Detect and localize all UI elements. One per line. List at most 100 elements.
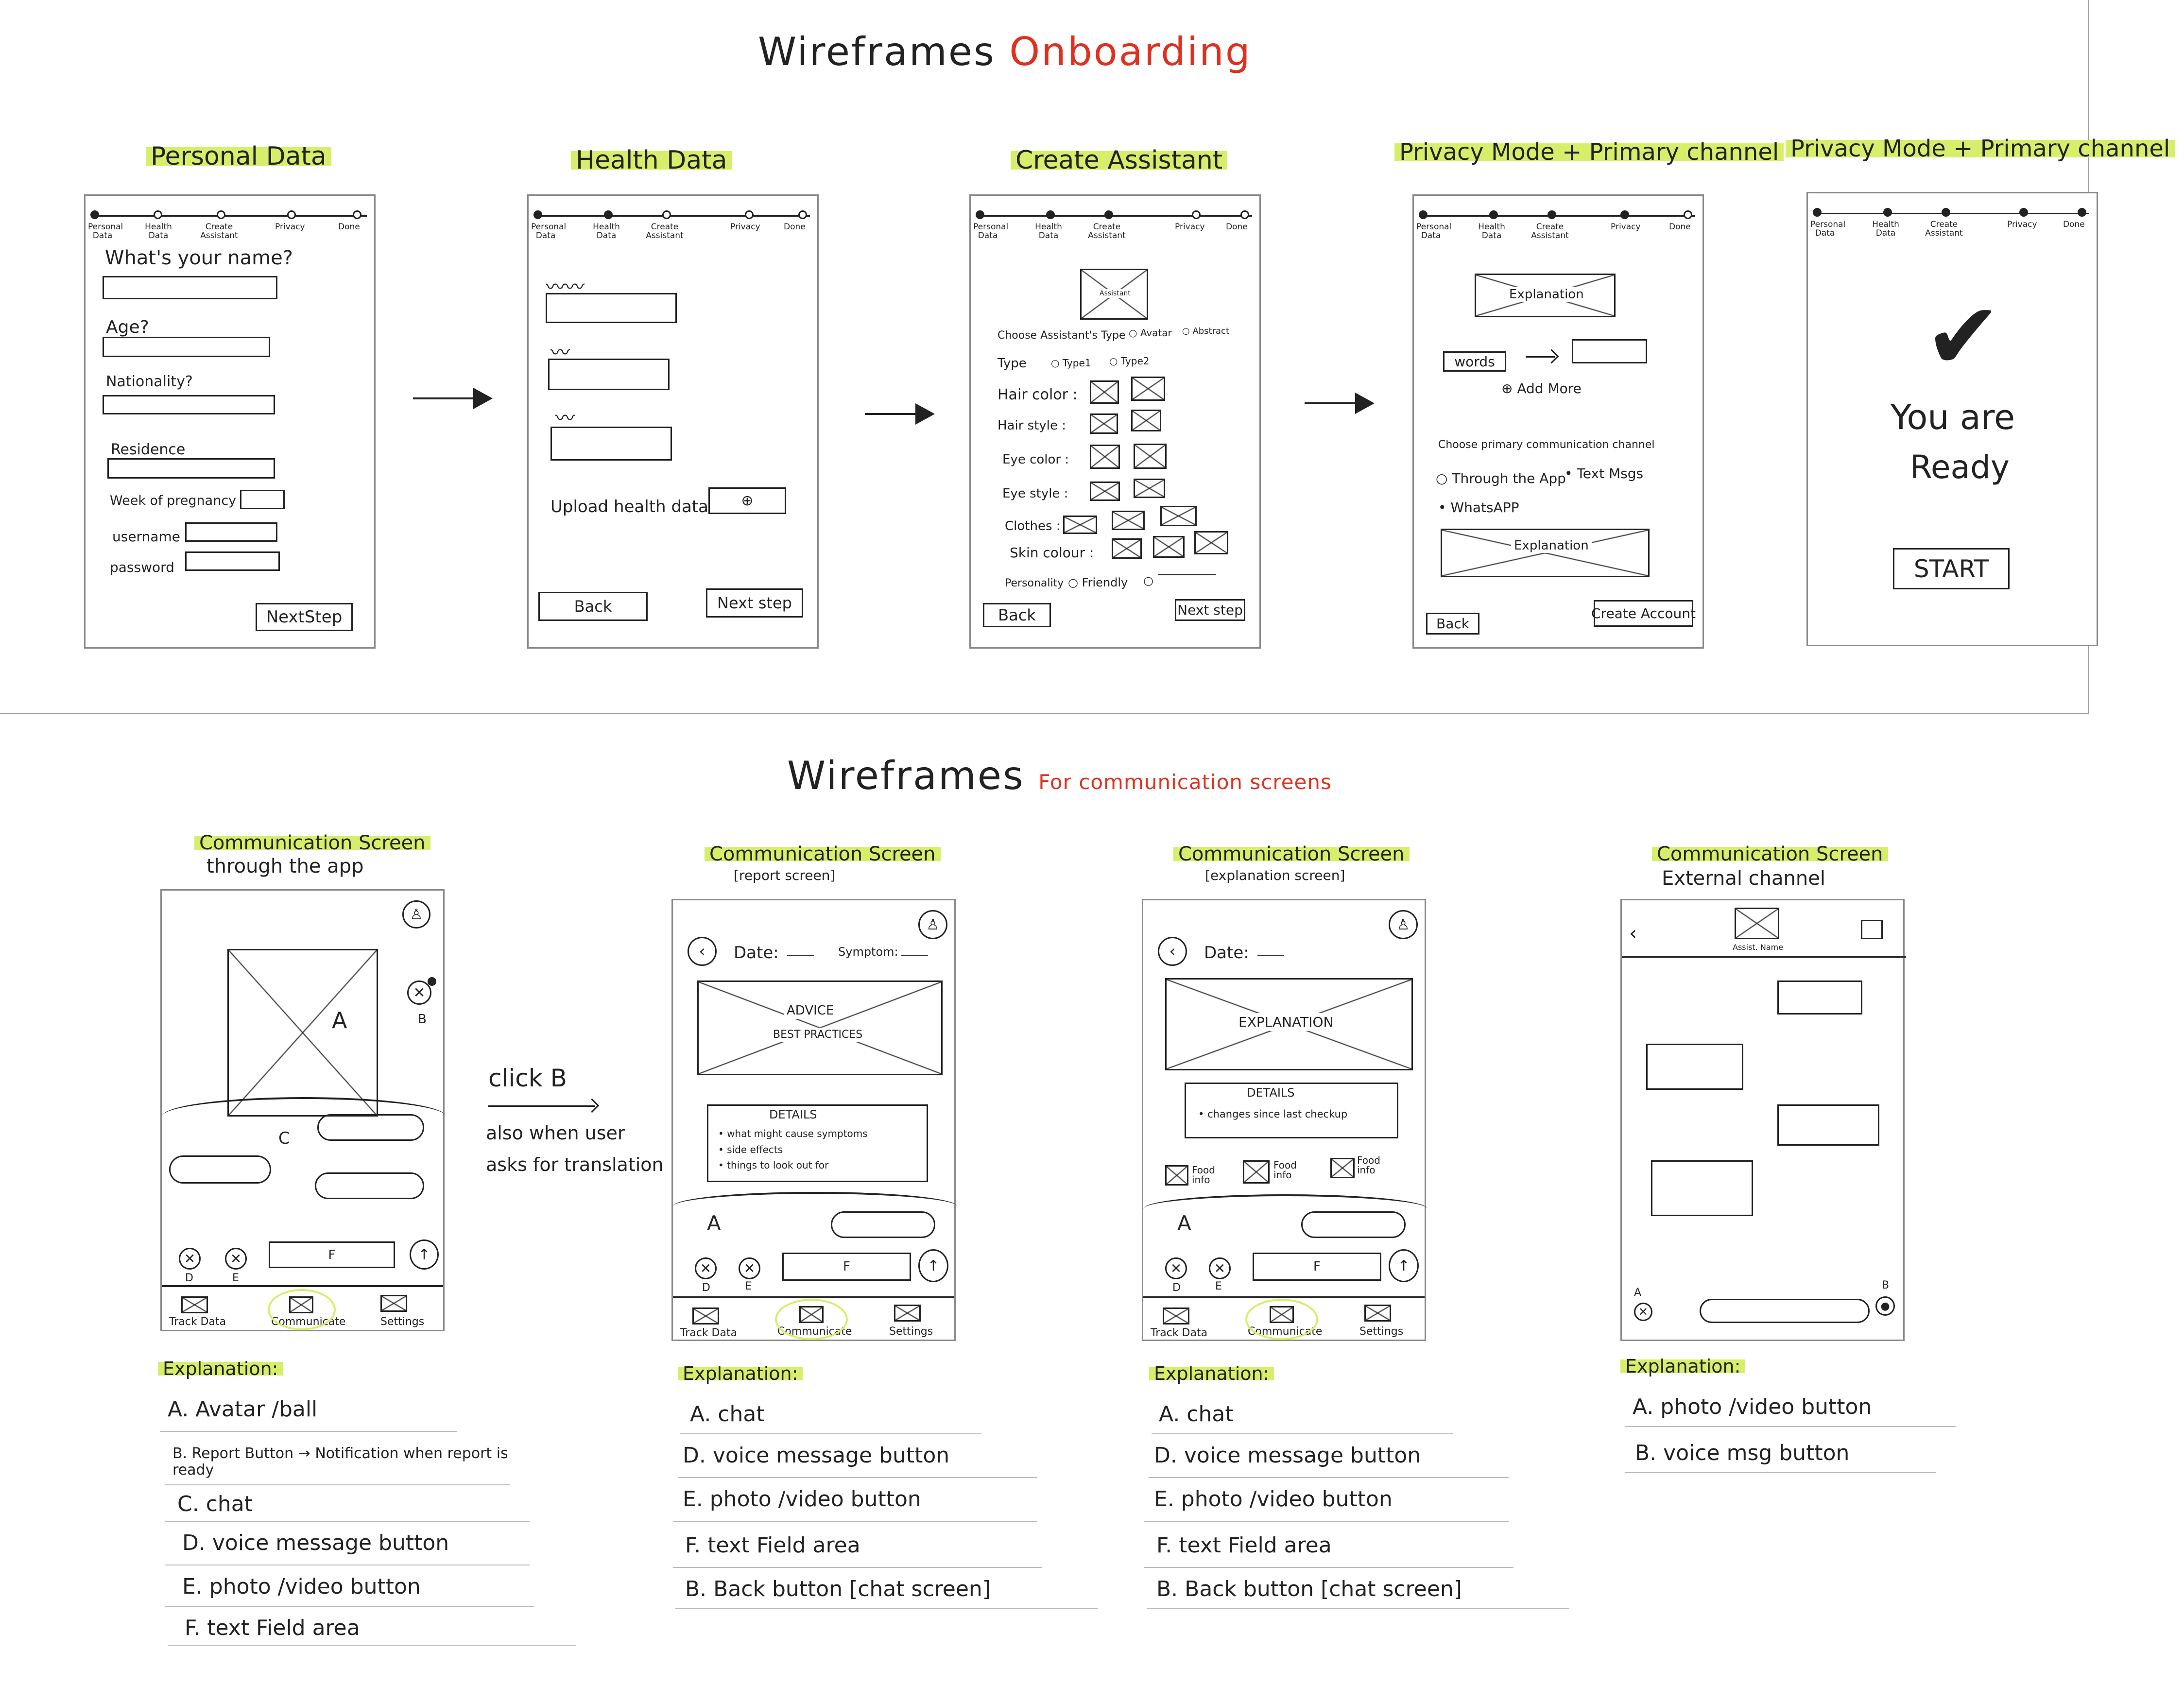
name-input[interactable] [103,276,277,299]
option-thumbnail[interactable] [1090,413,1118,434]
option-thumbnail[interactable] [1134,444,1167,469]
nav-settings[interactable]: Settings [1359,1325,1404,1338]
option-thumbnail[interactable] [1131,377,1165,401]
profile-icon[interactable]: ♙ [918,910,947,939]
message-input[interactable] [1700,1299,1870,1323]
symptom-value-line [901,955,928,956]
report-button[interactable]: ✕ [407,981,431,1005]
next-step-button[interactable]: NextStep [256,603,353,631]
settings-icon[interactable] [380,1295,407,1312]
avatar-ball-placeholder[interactable] [227,949,378,1117]
option-text[interactable]: • Text Msgs [1565,465,1644,482]
profile-icon[interactable]: ♙ [1389,910,1418,939]
option-thumbnail[interactable] [1134,479,1165,498]
option-thumbnail[interactable] [1063,516,1097,534]
option-thumbnail[interactable] [1090,445,1120,469]
option-thumbnail[interactable] [1112,538,1142,559]
voice-message-button[interactable]: ✕ [179,1248,201,1270]
step-label: Health Data [1872,220,1899,238]
next-step-button[interactable]: Next step [1175,599,1245,621]
progress-dot [2019,208,2028,217]
option-type1[interactable]: ○ Type1 [1051,357,1091,369]
back-button[interactable]: Back [1426,613,1479,635]
option-app[interactable]: ○ Through the App [1436,470,1566,486]
send-button[interactable]: ↑ [918,1249,948,1282]
option-thumbnail[interactable] [1153,536,1185,558]
health-input[interactable] [546,293,677,323]
option-thumbnail[interactable] [1160,506,1197,526]
photo-video-button[interactable]: ✕ [225,1248,247,1270]
track-data-icon[interactable] [1163,1307,1189,1325]
text-field-area[interactable]: F [1253,1253,1381,1281]
voice-message-button[interactable]: ✕ [695,1257,717,1279]
back-button[interactable]: Back [983,603,1051,627]
track-data-icon[interactable] [692,1307,719,1325]
text-field-area[interactable]: F [269,1241,395,1268]
photo-video-button[interactable]: ✕ [739,1257,760,1279]
video-call-icon[interactable] [1861,920,1883,939]
details-title: DETAILS [769,1108,817,1121]
underline [1144,1567,1513,1568]
password-input[interactable] [185,551,280,571]
settings-icon[interactable] [894,1305,921,1322]
food-info-icon[interactable] [1165,1165,1188,1186]
letter-d: D [702,1282,710,1294]
voice-msg-button[interactable]: ● [1875,1296,1895,1316]
option-thumbnail[interactable] [1112,511,1145,530]
food-info-icon[interactable] [1243,1160,1270,1184]
option-friendly[interactable]: ○ Friendly [1068,576,1128,589]
start-button[interactable]: START [1893,548,2010,589]
letter-e: E [1215,1280,1222,1292]
track-data-icon[interactable] [181,1296,208,1313]
option-avatar[interactable]: ○ Avatar [1129,327,1172,339]
residence-input[interactable] [107,458,275,479]
back-button[interactable]: ‹ [1158,937,1187,966]
option-thumbnail[interactable] [1131,410,1161,431]
option-thumbnail[interactable] [1090,482,1120,501]
nav-track-data[interactable]: Track Data [169,1316,226,1328]
step-label: Privacy [1611,222,1641,232]
progress-dot [1620,210,1629,219]
option-whatsapp[interactable]: • WhatsAPP [1438,499,1519,516]
screen-label-comm-2: Communication Screen [705,843,941,865]
profile-icon[interactable]: ♙ [402,900,430,929]
back-button[interactable]: Back [538,592,648,621]
nav-track-data[interactable]: Track Data [1151,1327,1208,1339]
send-button[interactable]: ↑ [1389,1249,1419,1282]
words-input[interactable] [1572,339,1647,363]
next-step-button[interactable]: Next step [706,588,803,618]
photo-video-button[interactable]: ✕ [1634,1303,1652,1321]
step-label: Privacy [1175,222,1205,232]
nav-settings[interactable]: Settings [380,1316,425,1328]
back-chevron-icon[interactable]: ‹ [1629,922,1637,945]
option-abstract[interactable]: ○ Abstract [1182,326,1229,336]
health-input[interactable] [548,359,670,390]
nav-track-data[interactable]: Track Data [680,1327,738,1339]
add-more-button[interactable]: ⊕ Add More [1501,380,1582,396]
explanation-item: E. photo /video button [182,1574,421,1599]
phone-external-channel: ‹ Assist. Name A ✕ B ● [1620,899,1906,1341]
option-thumbnail[interactable] [1090,380,1119,404]
underline [1625,1426,1956,1427]
nav-settings[interactable]: Settings [889,1325,933,1338]
upload-button[interactable]: ⊕ [708,487,786,514]
pregnancy-week-input[interactable] [240,490,285,509]
option-thumbnail[interactable] [1194,531,1228,554]
settings-icon[interactable] [1364,1305,1391,1322]
age-input[interactable] [103,337,270,357]
food-info-icon[interactable] [1330,1158,1355,1178]
photo-video-button[interactable]: ✕ [1209,1257,1231,1279]
create-account-button[interactable]: Create Account [1591,600,1696,627]
words-chip[interactable]: words [1443,351,1506,372]
voice-message-button[interactable]: ✕ [1165,1257,1187,1279]
chevron-left-icon: ‹ [699,942,705,961]
nationality-input[interactable] [103,395,275,414]
send-button[interactable]: ↑ [410,1239,439,1270]
chat-area-divider [673,1192,957,1231]
back-button[interactable]: ‹ [688,937,717,966]
option-type2[interactable]: ○ Type2 [1109,355,1150,367]
option-other[interactable]: ○ [1143,574,1153,587]
username-input[interactable] [185,522,277,542]
health-input[interactable] [550,427,672,461]
text-field-area[interactable]: F [782,1253,911,1281]
